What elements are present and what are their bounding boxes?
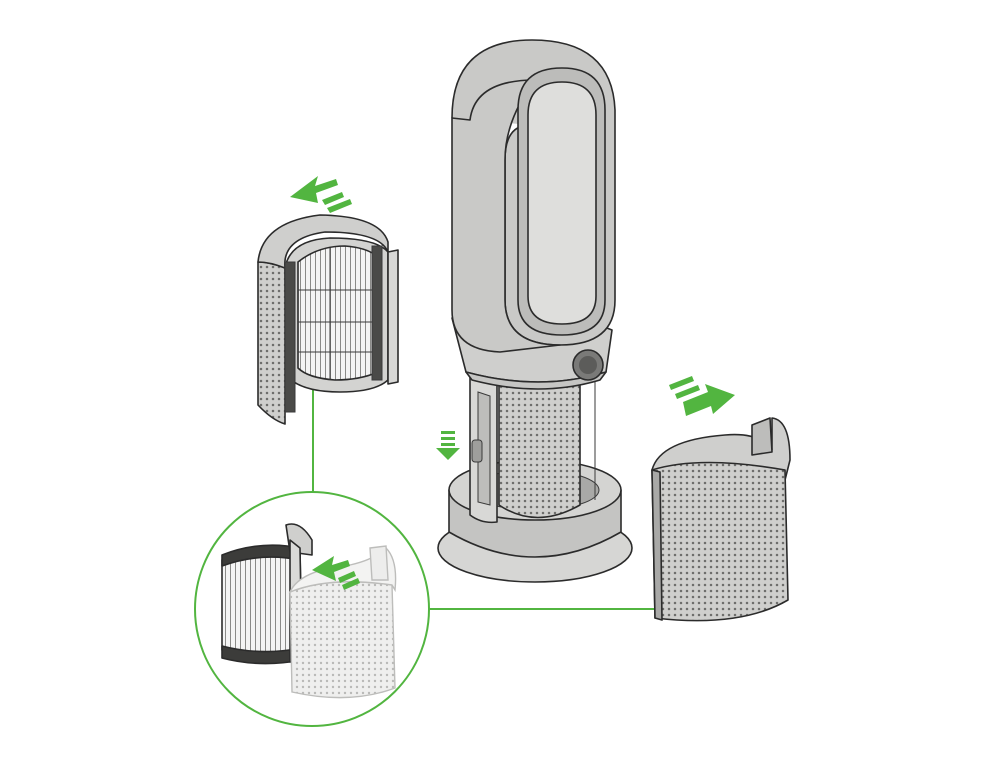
purifier-unit — [437, 39, 633, 583]
amplifier-loop-opening — [527, 81, 597, 325]
detail-mesh-shell-light — [289, 581, 396, 699]
filter-half-right-mesh-shell — [651, 461, 789, 622]
filter-half-right — [651, 417, 791, 622]
filter-half-left-hepa-media — [297, 245, 379, 381]
inner-mesh-cylinder — [498, 381, 581, 519]
arrow-up-left-icon — [290, 176, 352, 213]
arrow-left-icon — [312, 556, 360, 590]
filter-latch — [471, 439, 483, 463]
arrow-down-right-icon — [669, 376, 735, 416]
filter-half-left-mesh-shell — [257, 261, 286, 425]
arrow-down-icon — [436, 431, 460, 460]
filter-half-left — [257, 214, 399, 425]
